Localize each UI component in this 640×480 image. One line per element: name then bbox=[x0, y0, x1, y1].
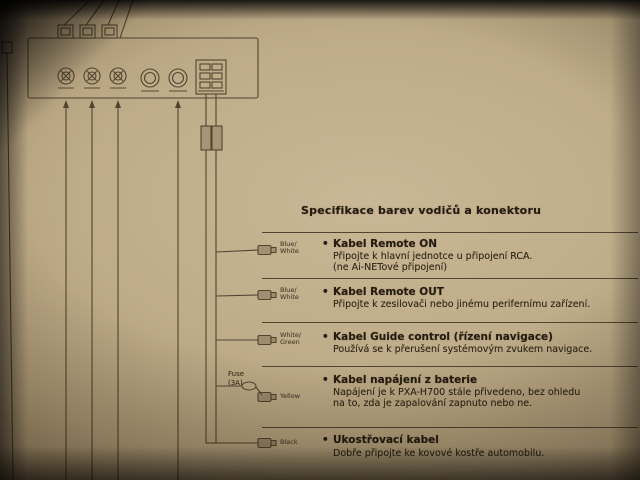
item-title: Kabel Guide control (řízení navigace) bbox=[333, 331, 553, 343]
bullet: • bbox=[322, 434, 329, 446]
item-desc: Používá se k přerušení systémovým zvukem… bbox=[333, 344, 593, 355]
item-desc: na to, zda je zapalování zapnuto nebo ne… bbox=[333, 398, 533, 409]
power-connector-icon bbox=[195, 59, 227, 95]
wire-color-label-1: Blue/White bbox=[280, 240, 299, 255]
device-rear-panel bbox=[1, 0, 259, 99]
fuse-label: Fuse (3A) bbox=[228, 370, 245, 387]
item-desc: Dobře připojte ke kovové kostře automobi… bbox=[333, 448, 545, 459]
item-desc: (ne Ai-NETové připojení) bbox=[333, 262, 448, 273]
rca-connector-icons bbox=[57, 67, 127, 85]
arrowheads bbox=[63, 100, 181, 108]
row-plug-icons bbox=[257, 244, 277, 449]
item-title: Kabel Remote OUT bbox=[333, 286, 444, 298]
wire-color-label-3: White/Green bbox=[280, 331, 302, 346]
wire-lines bbox=[6, 52, 179, 480]
branch-leads bbox=[215, 249, 263, 444]
item-title: Ukostřovací kabel bbox=[333, 434, 439, 446]
item-title: Kabel napájení z baterie bbox=[333, 374, 478, 386]
spec-heading: Specifikace barev vodičů a konektoru bbox=[301, 204, 542, 217]
bullet: • bbox=[322, 331, 329, 343]
item-desc: Připojte k hlavní jednotce u připojení R… bbox=[333, 251, 533, 262]
wire-color-label-2: Blue/White bbox=[280, 286, 299, 301]
bullet: • bbox=[322, 238, 329, 250]
tiny-panel-labels bbox=[58, 87, 224, 92]
item-desc: Napájení je k PXA-H700 stále přivedeno, … bbox=[333, 387, 581, 398]
din-connector-icons bbox=[140, 68, 188, 88]
item-desc: Připojte k zesilovači nebo jinému perife… bbox=[333, 299, 591, 310]
bullet: • bbox=[322, 286, 329, 298]
item-title: Kabel Remote ON bbox=[333, 238, 437, 250]
wire-color-label-5: Black bbox=[280, 438, 298, 446]
wire-color-label-4: Yellow bbox=[280, 392, 301, 400]
bullet: • bbox=[322, 374, 329, 386]
harness-lines bbox=[200, 94, 223, 444]
